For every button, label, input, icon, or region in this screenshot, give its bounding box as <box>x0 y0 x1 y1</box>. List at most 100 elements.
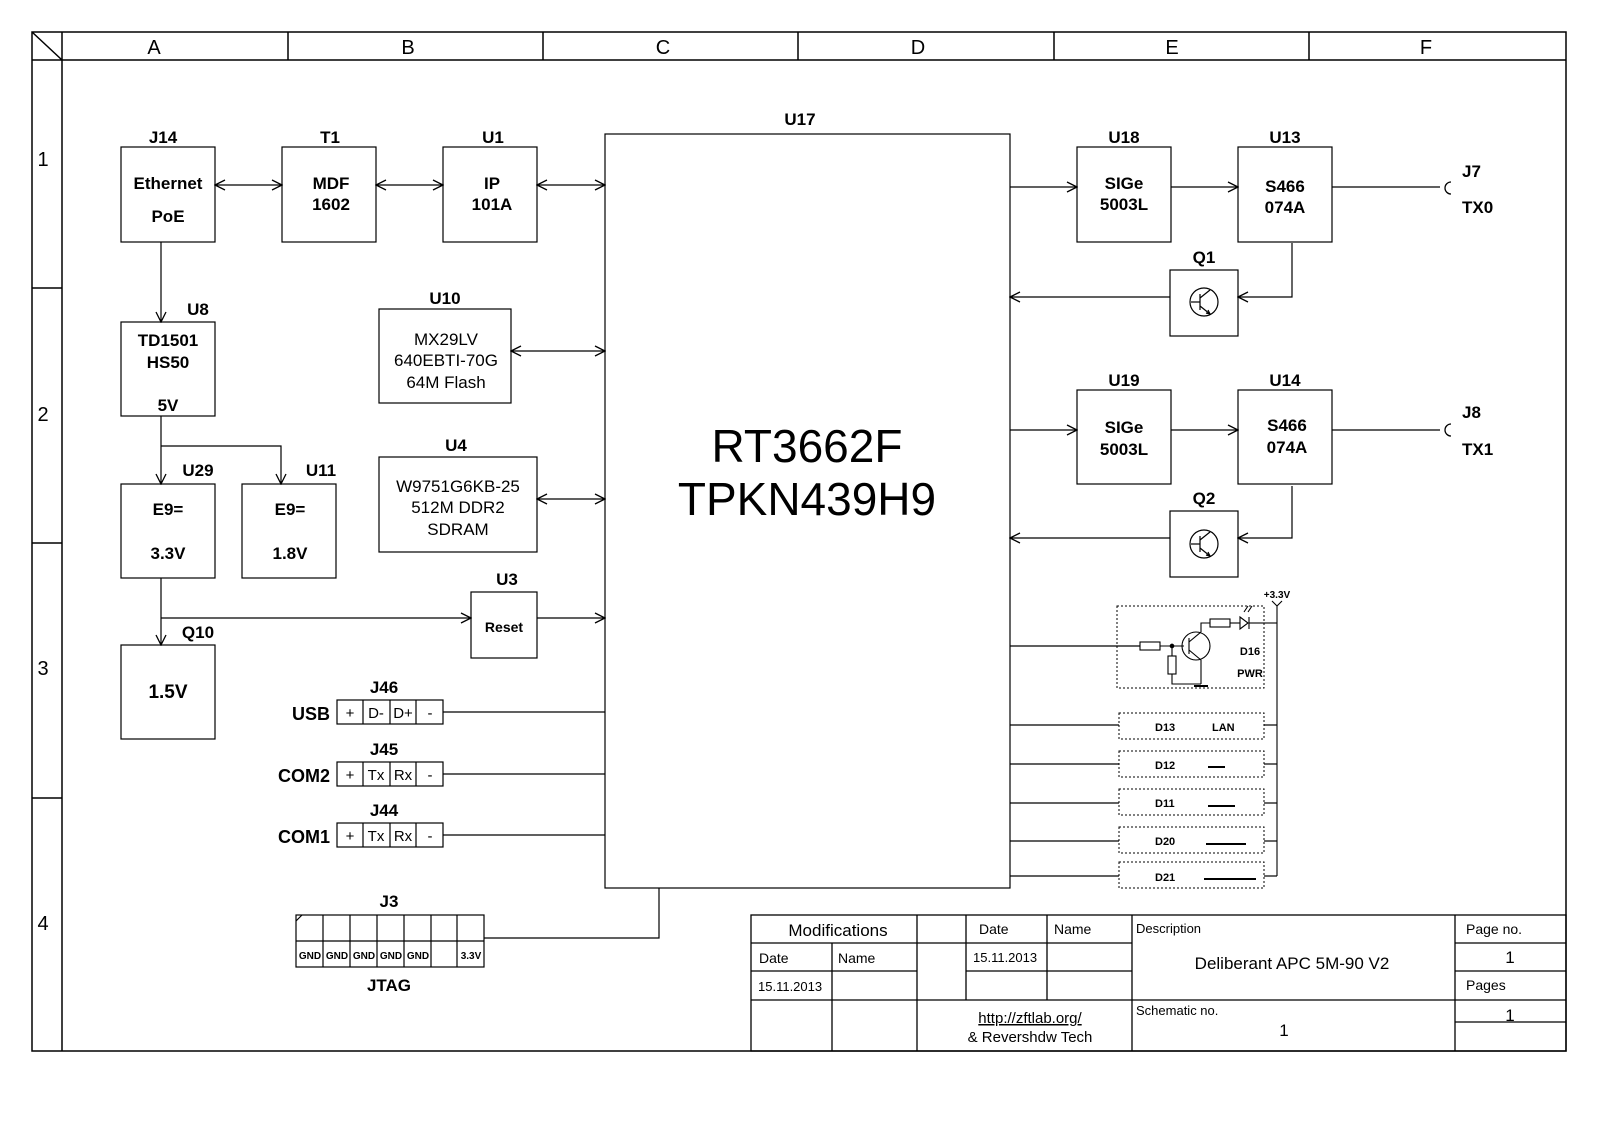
u29-line-3: 3.3V <box>151 544 187 563</box>
u11-line-1: E9= <box>275 500 306 519</box>
led-d11-ref: D11 <box>1155 798 1175 810</box>
tb-name-header: Name <box>1054 921 1092 937</box>
block-u11 <box>241 483 337 579</box>
block-j14 <box>120 146 216 243</box>
block-u18 <box>1076 146 1172 243</box>
ref-t1: T1 <box>320 128 340 147</box>
ref-u13: U13 <box>1269 128 1300 147</box>
block-u3 <box>470 591 538 659</box>
led-d21-ref: D21 <box>1155 872 1175 884</box>
col-label-c: C <box>656 37 670 59</box>
tb-date-value-2: 15.11.2013 <box>973 950 1037 965</box>
tb-name-col: Name <box>838 950 876 966</box>
svg-text:J8: J8 <box>1462 403 1481 422</box>
svg-text:GND: GND <box>407 951 429 962</box>
svg-text:+: + <box>346 705 355 722</box>
ref-u4: U4 <box>445 436 467 455</box>
led-rows: D13 LAN D12 D11 D20 D21 <box>1118 712 1277 889</box>
u8-line-2: HS50 <box>147 353 190 372</box>
ref-j14: J14 <box>149 128 178 147</box>
ref-q10: Q10 <box>182 623 214 642</box>
block-q1 <box>1169 269 1239 337</box>
tb-date-value: 15.11.2013 <box>758 979 822 994</box>
block-u1 <box>442 146 538 243</box>
svg-text:J3: J3 <box>380 892 399 911</box>
block-u8 <box>120 321 216 417</box>
svg-text:J46: J46 <box>370 678 398 697</box>
ref-u29: U29 <box>182 461 213 480</box>
u29-line-1: E9= <box>153 500 184 519</box>
svg-text:GND: GND <box>353 951 375 962</box>
j14-line-1: Ethernet <box>134 174 203 193</box>
t1-line-2: 1602 <box>312 195 350 214</box>
svg-text:+3.3V: +3.3V <box>1264 590 1291 601</box>
u18-line-1: SIGe <box>1105 174 1144 193</box>
block-u19 <box>1076 389 1172 485</box>
ref-u1: U1 <box>482 128 504 147</box>
u4-line-1: W9751G6KB-25 <box>396 477 520 496</box>
u10-line-3: 64M Flash <box>406 373 485 392</box>
tb-date-header: Date <box>979 921 1009 937</box>
title-block <box>750 914 1567 1052</box>
svg-text:JTAG: JTAG <box>367 976 411 995</box>
u19-line-2: 5003L <box>1100 440 1148 459</box>
col-label-a: A <box>147 37 161 59</box>
tb-description: Deliberant APC 5M-90 V2 <box>1195 954 1390 973</box>
tb-page-no-label: Page no. <box>1466 921 1522 937</box>
svg-text:-: - <box>428 767 433 784</box>
u8-line-4: 5V <box>158 396 179 415</box>
t1-line-1: MDF <box>313 174 350 193</box>
led-pwr-circuit: +3.3V D16 PWR <box>1116 590 1291 876</box>
svg-text:+: + <box>346 828 355 845</box>
tb-credit: & Revershdw Tech <box>968 1029 1093 1046</box>
svg-text:D+: D+ <box>393 705 413 722</box>
led-d13-name: LAN <box>1212 722 1235 734</box>
svg-text:-: - <box>428 705 433 722</box>
connector-j44: J44 COM1 + Tx Rx - <box>278 801 444 848</box>
svg-text:Tx: Tx <box>368 828 385 845</box>
q10-line-1: 1.5V <box>148 682 187 703</box>
connector-j8: J8 TX1 <box>1444 403 1493 459</box>
tb-pages-label: Pages <box>1466 977 1506 993</box>
ref-u17: U17 <box>784 110 815 129</box>
ref-u11: U11 <box>306 461 336 480</box>
u14-line-1: S466 <box>1267 416 1307 435</box>
svg-text:J44: J44 <box>370 801 399 820</box>
tb-pages: 1 <box>1505 1006 1514 1025</box>
block-u14 <box>1237 389 1333 485</box>
tb-schematic-no: 1 <box>1279 1021 1288 1040</box>
connector-j7: J7 TX0 <box>1444 162 1493 217</box>
u1-line-1: IP <box>484 174 500 193</box>
u17-line-2: TPKN439H9 <box>678 473 936 525</box>
u4-line-3: SDRAM <box>427 520 488 539</box>
svg-text:J45: J45 <box>370 740 398 759</box>
led-d13-ref: D13 <box>1155 722 1175 734</box>
svg-text:COM2: COM2 <box>278 766 330 786</box>
svg-text:USB: USB <box>292 704 330 724</box>
connector-j45: J45 COM2 + Tx Rx - <box>278 740 444 787</box>
tb-schematic-no-label: Schematic no. <box>1136 1003 1218 1018</box>
svg-text:-: - <box>428 828 433 845</box>
col-label-d: D <box>911 37 925 59</box>
ref-u3: U3 <box>496 570 518 589</box>
u11-line-3: 1.8V <box>273 544 309 563</box>
svg-text:TX0: TX0 <box>1462 198 1493 217</box>
u18-line-2: 5003L <box>1100 195 1148 214</box>
col-label-b: B <box>401 37 414 59</box>
u1-line-2: 101A <box>472 195 513 214</box>
u19-line-1: SIGe <box>1105 418 1144 437</box>
tb-url-link[interactable]: http://zftlab.org/ <box>978 1010 1082 1027</box>
u8-line-1: TD1501 <box>138 331 198 350</box>
wires <box>161 185 1440 939</box>
block-q2 <box>1169 510 1239 578</box>
led-d20-ref: D20 <box>1155 836 1175 848</box>
svg-text:+: + <box>346 767 355 784</box>
ref-u18: U18 <box>1108 128 1139 147</box>
block-u4 <box>378 456 538 553</box>
block-t1 <box>281 146 377 243</box>
svg-text:Rx: Rx <box>394 767 413 784</box>
svg-text:Tx: Tx <box>368 767 385 784</box>
tb-page-no: 1 <box>1505 948 1514 967</box>
tb-date-col: Date <box>759 950 789 966</box>
